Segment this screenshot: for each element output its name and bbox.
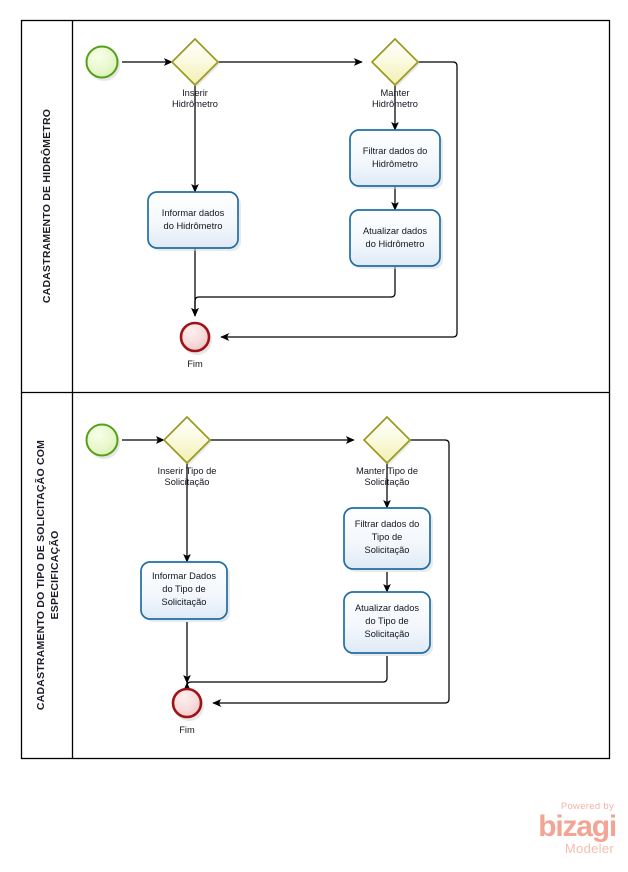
gateway-manter-tipo-label-line-2: Solicitação [365,477,410,487]
flow-gw2-branch-to-end1 [220,61,458,341]
logo-product-name: bizagi [538,809,617,843]
gateway-inserir-hidrometro-label-line-1: Inserir [182,88,208,98]
task-filtrar-dados-hidrometro-label-line-1: Filtrar dados do [363,146,428,156]
gateway-manter-hidrometro-label-line-1: Manter [381,88,410,98]
task-informar-tipo-label-line-3: Solicitação [162,597,207,607]
task-informar-dados-hidrometro[interactable]: Informar dados do Hidrômetro [147,191,241,251]
gateway-inserir-tipo-label-line-2: Solicitação [165,477,210,487]
task-filtrar-dados-hidrometro-label-line-2: Hidrômetro [372,159,418,169]
task-informar-dados-hidrometro-label-line-1: Informar dados [162,208,225,218]
gateway-inserir-tipo-label-line-1: Inserir Tipo de [158,466,217,476]
gateway-manter-tipo-solicitacao[interactable]: Manter Tipo de Solicitação [356,415,418,487]
task-filtrar-tipo-label-line-1: Filtrar dados do [355,519,420,529]
gateway-manter-hidrometro-label-line-2: Hidrômetro [372,99,418,109]
end-event-2-label: Fim [179,725,195,735]
task-informar-tipo-label-line-2: do Tipo de [162,584,205,594]
lane-2-header: CADASTRAMENTO DO TIPO DE SOLICITAÇÃO COM… [34,440,61,710]
lane-2-sequence-flows [122,436,450,707]
logo-powered-by-text: Powered by [560,801,614,812]
flow-gw4-branch-to-end2 [212,439,450,707]
task-informar-dados-hidrometro-label-line-2: do Hidrômetro [164,221,223,231]
gateway-inserir-hidrometro[interactable]: Inserir Hidrômetro [170,37,220,109]
task-atualizar-dados-hidrometro-label-line-1: Atualizar dados [363,226,427,236]
task-atualizar-tipo-label-line-1: Atualizar dados [355,603,419,613]
bizagi-logo: Powered by bizagi Modeler [496,801,617,860]
logo-edition-name: Modeler [564,841,614,856]
lane-1-header: CADASTRAMENTO DE HIDRÔMETRO [40,109,53,303]
lane-2-title-line-1: CADASTRAMENTO DO TIPO DE SOLICITAÇÃO COM [34,440,47,710]
end-event-1[interactable]: Fim [179,321,212,369]
task-atualizar-tipo-label-line-3: Solicitação [365,629,410,639]
task-filtrar-dados-hidrometro[interactable]: Filtrar dados do Hidrômetro [349,129,443,189]
task-atualizar-dados-hidrometro[interactable]: Atualizar dados do Hidrômetro [349,209,443,269]
task-filtrar-dados-tipo-solicitacao[interactable]: Filtrar dados do Tipo de Solicitação [343,507,433,572]
task-filtrar-tipo-label-line-3: Solicitação [365,545,410,555]
task-informar-tipo-label-line-1: Informar Dados [152,571,216,581]
gateway-manter-hidrometro[interactable]: Manter Hidrômetro [370,37,420,109]
flow-atualizar-to-end1 [191,266,396,317]
gateway-manter-tipo-label-line-1: Manter Tipo de [356,466,418,476]
task-informar-dados-tipo-solicitacao[interactable]: Informar Dados do Tipo de Solicitação [140,561,230,622]
start-event-1[interactable] [85,45,121,82]
pool-frame [20,19,611,760]
gateway-inserir-tipo-solicitacao[interactable]: Inserir Tipo de Solicitação [158,415,217,487]
gateway-inserir-hidrometro-label-line-2: Hidrômetro [172,99,218,109]
end-event-1-label: Fim [187,359,203,369]
start-event-2[interactable] [85,423,121,460]
lane-2-title-line-2: ESPECIFICAÇÃO [48,531,61,620]
flow-atualizar-tipo-to-end2 [183,656,388,692]
lane-1-sequence-flows [122,58,458,341]
task-atualizar-tipo-label-line-2: do Tipo de [365,616,408,626]
task-filtrar-tipo-label-line-2: Tipo de [372,532,403,542]
task-atualizar-dados-hidrometro-label-line-2: do Hidrômetro [366,239,425,249]
lane-1-title: CADASTRAMENTO DE HIDRÔMETRO [40,109,53,303]
end-event-2[interactable]: Fim [171,687,204,735]
task-atualizar-dados-tipo-solicitacao[interactable]: Atualizar dados do Tipo de Solicitação [343,591,433,656]
